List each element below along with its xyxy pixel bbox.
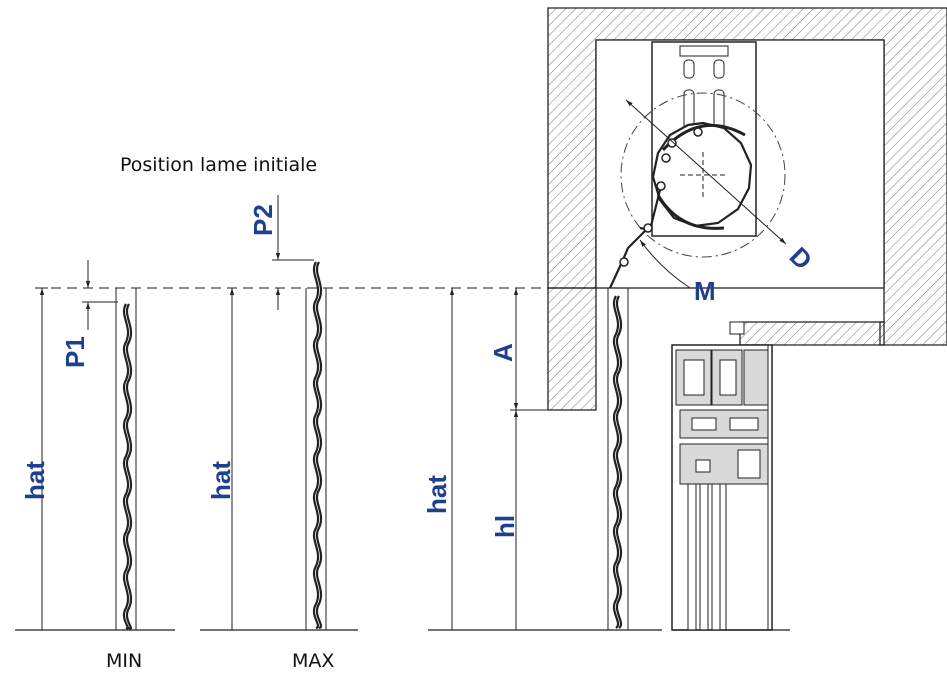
hat-max-label: hat: [206, 461, 236, 500]
shutter-curtains: [115, 261, 629, 630]
dimension-lines: [35, 195, 548, 630]
curtain-min: [115, 288, 137, 630]
curtain-installed: [607, 288, 629, 630]
max-caption: MAX: [292, 650, 334, 672]
hl-label: hl: [490, 515, 520, 538]
curtain-max: [305, 261, 327, 630]
p2-label: P2: [248, 204, 278, 236]
roller-assembly: [609, 92, 787, 289]
hat-installed-label: hat: [422, 475, 452, 514]
min-caption: MIN: [106, 650, 142, 672]
hat-min-label: hat: [20, 461, 50, 500]
window-frame: [671, 321, 773, 631]
title-label: Position lame initiale: [120, 154, 317, 176]
p1-label: P1: [60, 336, 90, 368]
m-label: M: [694, 276, 716, 306]
a-label: A: [488, 343, 518, 362]
